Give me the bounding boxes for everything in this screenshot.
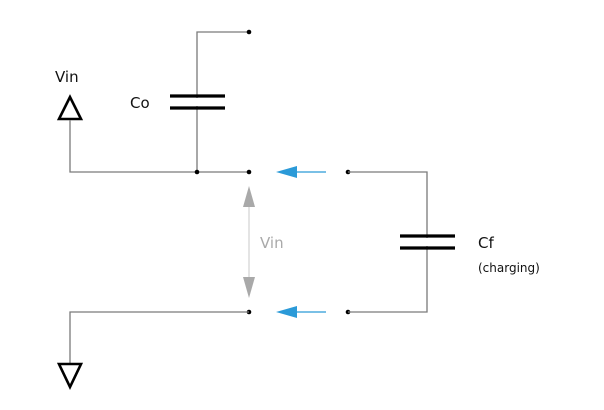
cf-label: Cf	[478, 234, 494, 252]
cf-gap	[420, 238, 434, 246]
flow-arrow-top-icon	[276, 166, 297, 178]
co-label: Co	[130, 94, 150, 112]
vin-label: Vin	[55, 68, 79, 86]
wire-co	[196, 31, 249, 172]
terminal-top	[246, 29, 252, 35]
junction-node	[194, 169, 200, 175]
ground-icon	[56, 362, 84, 391]
flow-arrow-bottom-icon	[276, 306, 297, 318]
wire-ground	[69, 311, 249, 363]
wire-cf	[348, 171, 428, 313]
wire-vin-to-node	[69, 120, 249, 173]
vin-annotation-arrow-up-icon	[243, 186, 255, 207]
vin-annotation-label: Vin	[260, 234, 284, 252]
switch-top-left-contact	[246, 169, 252, 175]
vin-annotation-arrow-down-icon	[243, 277, 255, 298]
cf-state-label: (charging)	[478, 261, 540, 275]
co-gap	[192, 98, 202, 106]
vin-source-icon	[56, 94, 84, 121]
